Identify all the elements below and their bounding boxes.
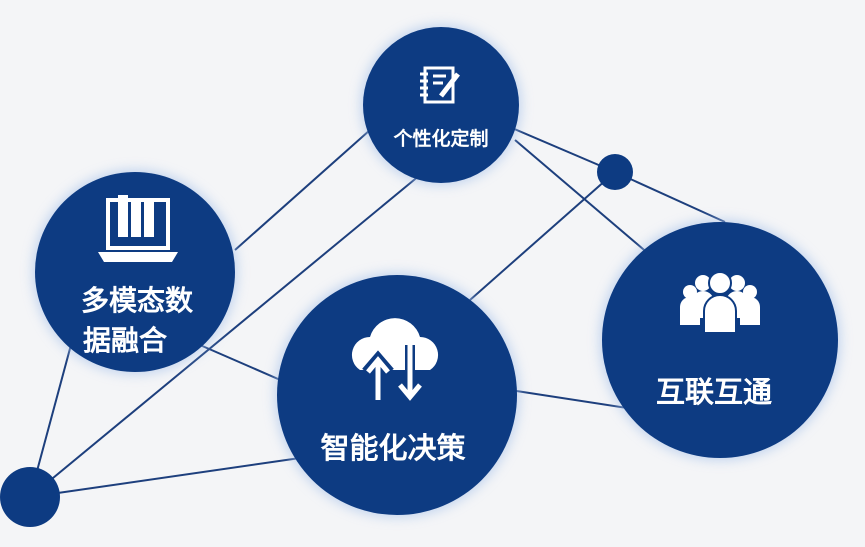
node-custom: 个性化定制 bbox=[363, 27, 519, 183]
laptop-books-icon bbox=[98, 195, 178, 262]
line-custom-hub bbox=[504, 124, 616, 173]
node-label: 个性化定制 bbox=[392, 127, 488, 150]
line-dot-custom bbox=[29, 174, 421, 498]
line-hub-connect bbox=[614, 171, 726, 223]
line-custom-multimodal bbox=[234, 129, 371, 251]
people-group-icon bbox=[680, 271, 760, 334]
line-multimodal-decision bbox=[199, 344, 286, 383]
line-custom-connect bbox=[514, 139, 651, 256]
node-label: 互联互通 bbox=[656, 375, 772, 409]
node-multimodal: 多模态数 据融合 bbox=[35, 172, 235, 372]
node-label-line2: 据融合 bbox=[83, 324, 168, 357]
line-decision-connect bbox=[509, 389, 641, 411]
cloud-sync-icon bbox=[351, 318, 439, 405]
hub-dot bbox=[597, 154, 633, 190]
notebook-pen-icon bbox=[420, 66, 460, 104]
node-decision: 智能化决策 bbox=[277, 275, 517, 515]
line-dot-decision bbox=[29, 457, 301, 498]
corner-dot bbox=[0, 467, 60, 527]
connector-lines bbox=[29, 124, 726, 498]
node-connect: 互联互通 bbox=[602, 222, 838, 458]
node-label-line1: 多模态数 bbox=[81, 284, 194, 317]
line-hub-decision bbox=[469, 171, 616, 301]
node-label: 智能化决策 bbox=[320, 431, 466, 465]
